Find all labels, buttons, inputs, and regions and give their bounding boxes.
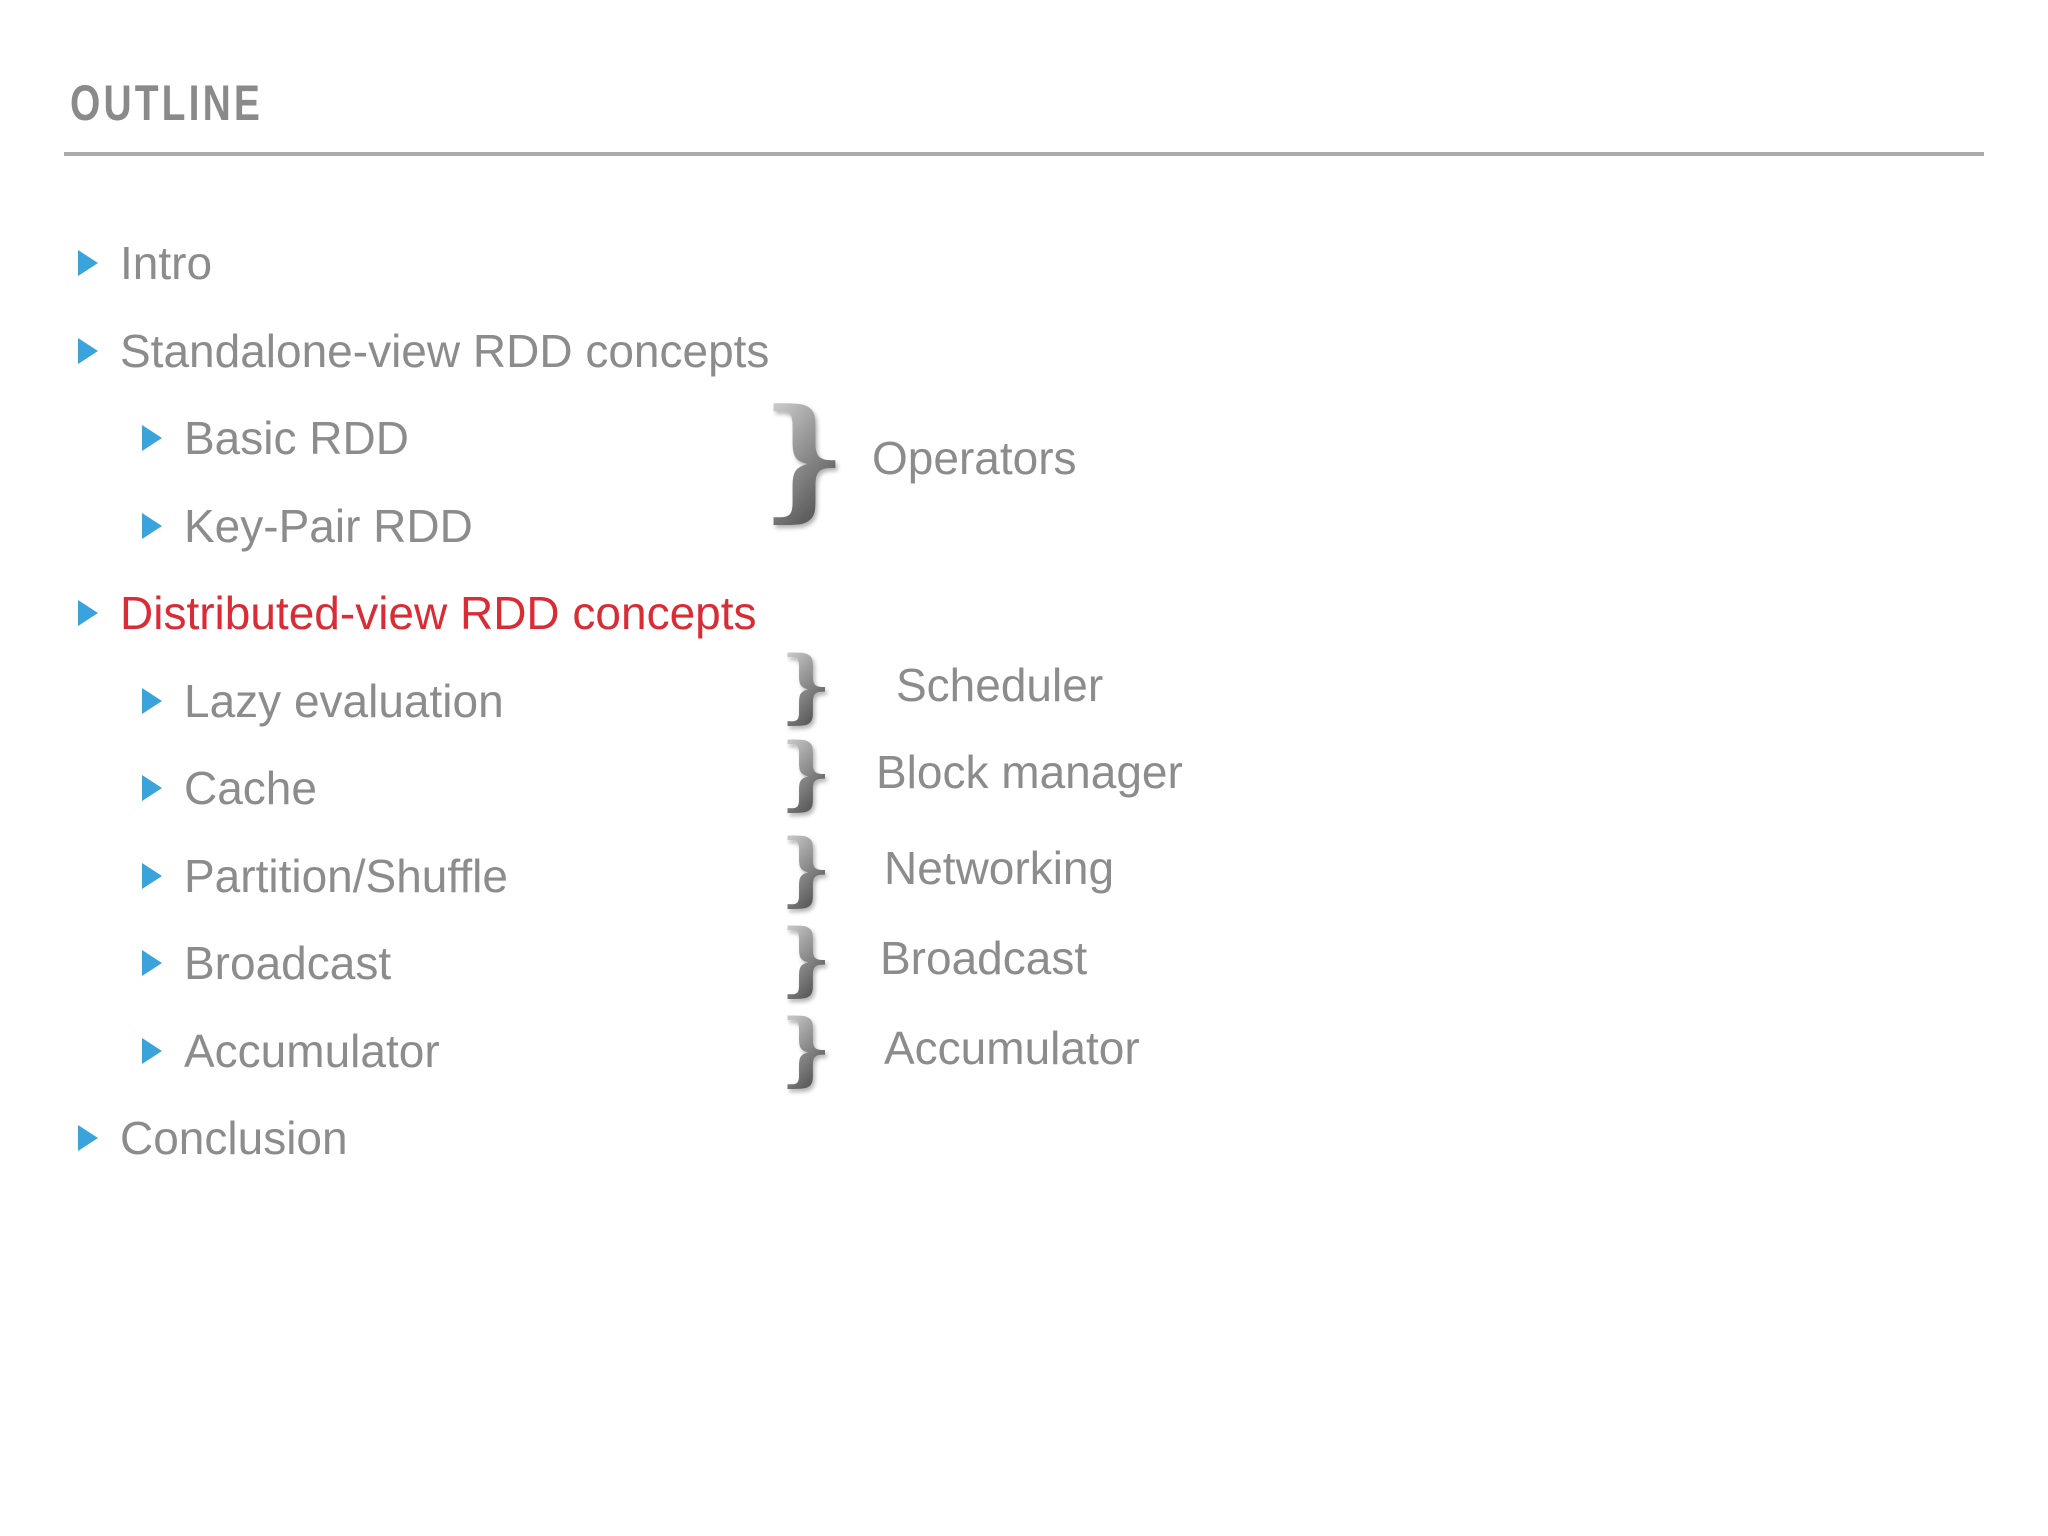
bullet-triangle-icon (142, 513, 162, 539)
bullet-triangle-icon (78, 338, 98, 364)
outline-item-label: Partition/Shuffle (184, 850, 508, 902)
curly-brace-icon: } (780, 638, 831, 732)
curly-brace-icon: } (780, 725, 831, 819)
outline-item-cache: Cache (142, 760, 317, 816)
annotation-label: Scheduler (896, 659, 1104, 711)
bullet-triangle-icon (78, 600, 98, 626)
annotation-networking: } Networking (780, 821, 1115, 915)
svg-text:}: } (762, 381, 847, 536)
bullet-triangle-icon (142, 775, 162, 801)
annotation-label: Networking (884, 842, 1115, 894)
outline-item-label: Basic RDD (184, 412, 409, 464)
outline-item-conclusion: Conclusion (78, 1110, 348, 1166)
curly-brace-icon: } (762, 381, 847, 536)
page-title: OUTLINE (70, 75, 264, 131)
outline-item-label: Accumulator (184, 1025, 440, 1077)
annotation-accumulator: } Accumulator (780, 1001, 1140, 1095)
annotation-scheduler: } Scheduler (780, 638, 1104, 732)
outline-item-label: Lazy evaluation (184, 675, 504, 727)
curly-brace-icon: } (780, 1001, 831, 1095)
outline-item-label: Standalone-view RDD concepts (120, 325, 770, 377)
outline-item-label: Cache (184, 762, 317, 814)
outline-item-label: Key-Pair RDD (184, 500, 473, 552)
outline-item-label: Distributed-view RDD concepts (120, 587, 757, 639)
annotation-block-manager: } Block manager (780, 725, 1183, 819)
svg-text:}: } (780, 638, 831, 732)
bullet-triangle-icon (142, 688, 162, 714)
curly-brace-icon: } (780, 911, 831, 1005)
outline-item-broadcast: Broadcast (142, 935, 391, 991)
title-divider (64, 152, 1984, 156)
outline-item-label: Broadcast (184, 937, 392, 989)
outline-item-basic-rdd: Basic RDD (142, 410, 409, 466)
annotation-label: Accumulator (884, 1022, 1140, 1074)
svg-text:}: } (780, 725, 831, 819)
annotation-label: Block manager (876, 746, 1183, 798)
annotation-label: Operators (872, 432, 1077, 484)
annotation-operators: } Operators (762, 381, 1077, 536)
svg-text:}: } (780, 821, 831, 915)
annotation-label: Broadcast (880, 932, 1088, 984)
outline-item-distributed-view: Distributed-view RDD concepts (78, 585, 757, 641)
annotation-broadcast: } Broadcast (780, 911, 1088, 1005)
bullet-triangle-icon (78, 250, 98, 276)
outline-item-key-pair-rdd: Key-Pair RDD (142, 498, 473, 554)
svg-text:}: } (780, 911, 831, 1005)
outline-item-accumulator: Accumulator (142, 1023, 440, 1079)
bullet-triangle-icon (142, 1038, 162, 1064)
outline-item-intro: Intro (78, 235, 212, 291)
outline-item-lazy-evaluation: Lazy evaluation (142, 673, 504, 729)
outline-item-label: Intro (120, 237, 213, 289)
outline-item-label: Conclusion (120, 1112, 348, 1164)
bullet-triangle-icon (142, 950, 162, 976)
bullet-triangle-icon (142, 425, 162, 451)
outline-item-partition-shuffle: Partition/Shuffle (142, 848, 508, 904)
svg-text:}: } (780, 1001, 831, 1095)
bullet-triangle-icon (78, 1125, 98, 1151)
curly-brace-icon: } (780, 821, 831, 915)
outline-item-standalone-view: Standalone-view RDD concepts (78, 323, 769, 379)
bullet-triangle-icon (142, 863, 162, 889)
